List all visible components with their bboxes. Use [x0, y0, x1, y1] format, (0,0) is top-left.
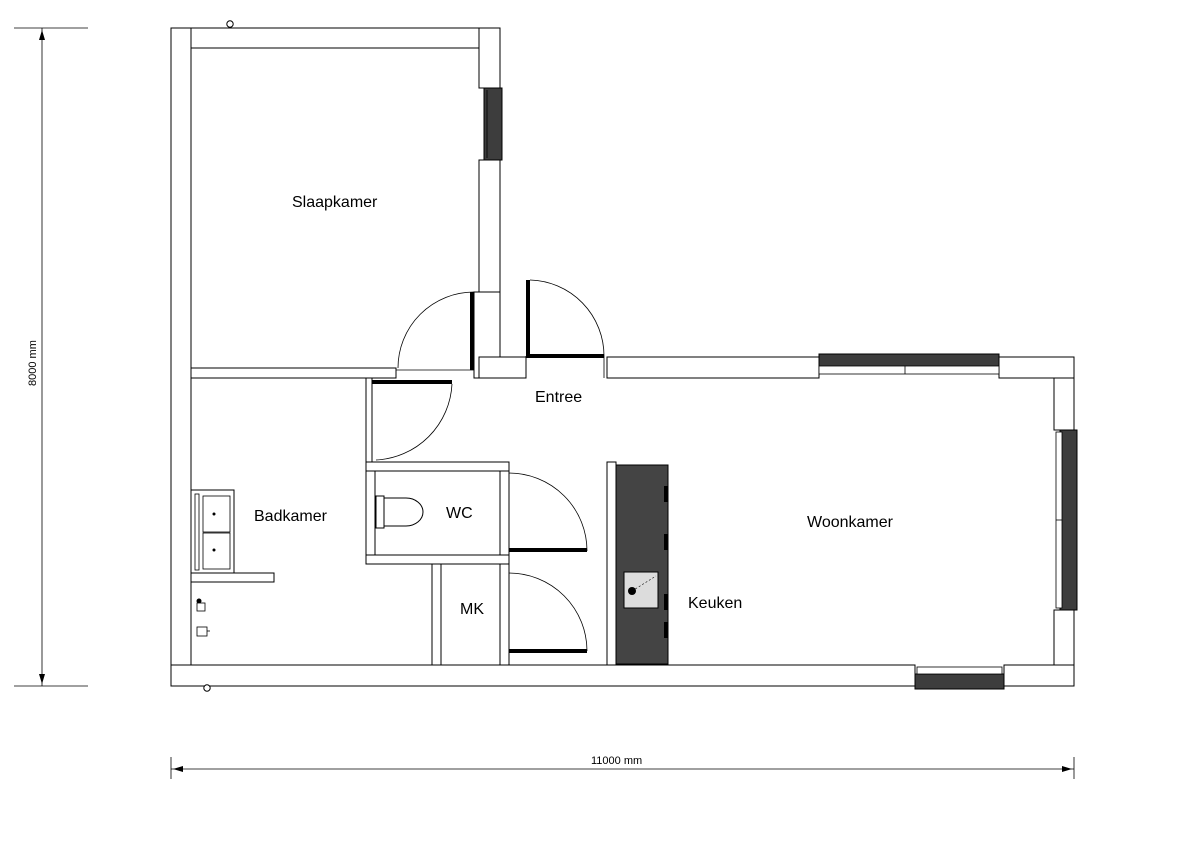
- wall-left: [170, 27, 192, 687]
- door-bathroom: [371, 380, 453, 461]
- doors: [371, 279, 605, 653]
- fixtures: [190, 20, 669, 692]
- dimension-lines: [14, 27, 1075, 779]
- wall-wc-right-upper: [499, 470, 510, 556]
- label-slaapkamer: Slaapkamer: [292, 194, 378, 211]
- window-living-bottom: [914, 673, 1005, 690]
- wall-wc-bottom: [365, 554, 510, 565]
- label-wc: WC: [446, 505, 473, 522]
- door-bedroom: [396, 291, 475, 371]
- toilet-icon: [375, 495, 424, 529]
- kitchen-counter: [615, 464, 669, 665]
- window-bedroom: [483, 87, 503, 161]
- wall-mk-left: [431, 563, 442, 666]
- walls: [170, 27, 1075, 687]
- wall-top-bedroom: [190, 27, 480, 49]
- wall-bedroom-bottom: [190, 367, 397, 379]
- label-entree: Entree: [535, 389, 582, 406]
- label-badkamer: Badkamer: [254, 508, 328, 525]
- dimension-labels: 8000 mm 11000 mm: [27, 340, 642, 767]
- label-keuken: Keuken: [688, 595, 742, 612]
- door-entrance: [525, 279, 605, 378]
- wall-bath-jamb: [365, 377, 373, 463]
- bath-vanity: [190, 489, 275, 583]
- wall-right-upper: [1053, 377, 1075, 431]
- wall-top-living: [606, 356, 820, 379]
- shower-tap-icon: [196, 598, 210, 637]
- marker-bottom: [203, 684, 211, 692]
- room-labels: Slaapkamer Entree Badkamer WC MK Woonkam…: [254, 194, 894, 618]
- wall-mk-right: [499, 563, 510, 666]
- marker-top: [226, 20, 234, 28]
- window-living-right: [1059, 429, 1078, 611]
- wall-wc-left: [365, 470, 376, 556]
- wall-bedroom-right-upper: [478, 27, 501, 89]
- label-woonkamer: Woonkamer: [807, 514, 894, 531]
- door-wc: [508, 472, 588, 552]
- label-height-dimension: 8000 mm: [27, 340, 39, 386]
- wall-top-entrance-left: [478, 356, 527, 379]
- wall-wc-top: [365, 461, 510, 472]
- wall-bottom: [170, 664, 916, 687]
- wall-kitchen: [606, 461, 617, 666]
- label-mk: MK: [460, 601, 484, 618]
- wall-right-lower: [1053, 609, 1075, 667]
- windows: [483, 87, 1078, 690]
- wall-bottom-right: [1003, 664, 1075, 687]
- label-width-dimension: 11000 mm: [591, 755, 642, 767]
- door-mk: [508, 572, 588, 653]
- wall-top-living-right: [998, 356, 1075, 379]
- wall-bedroom-right-lower: [478, 159, 501, 293]
